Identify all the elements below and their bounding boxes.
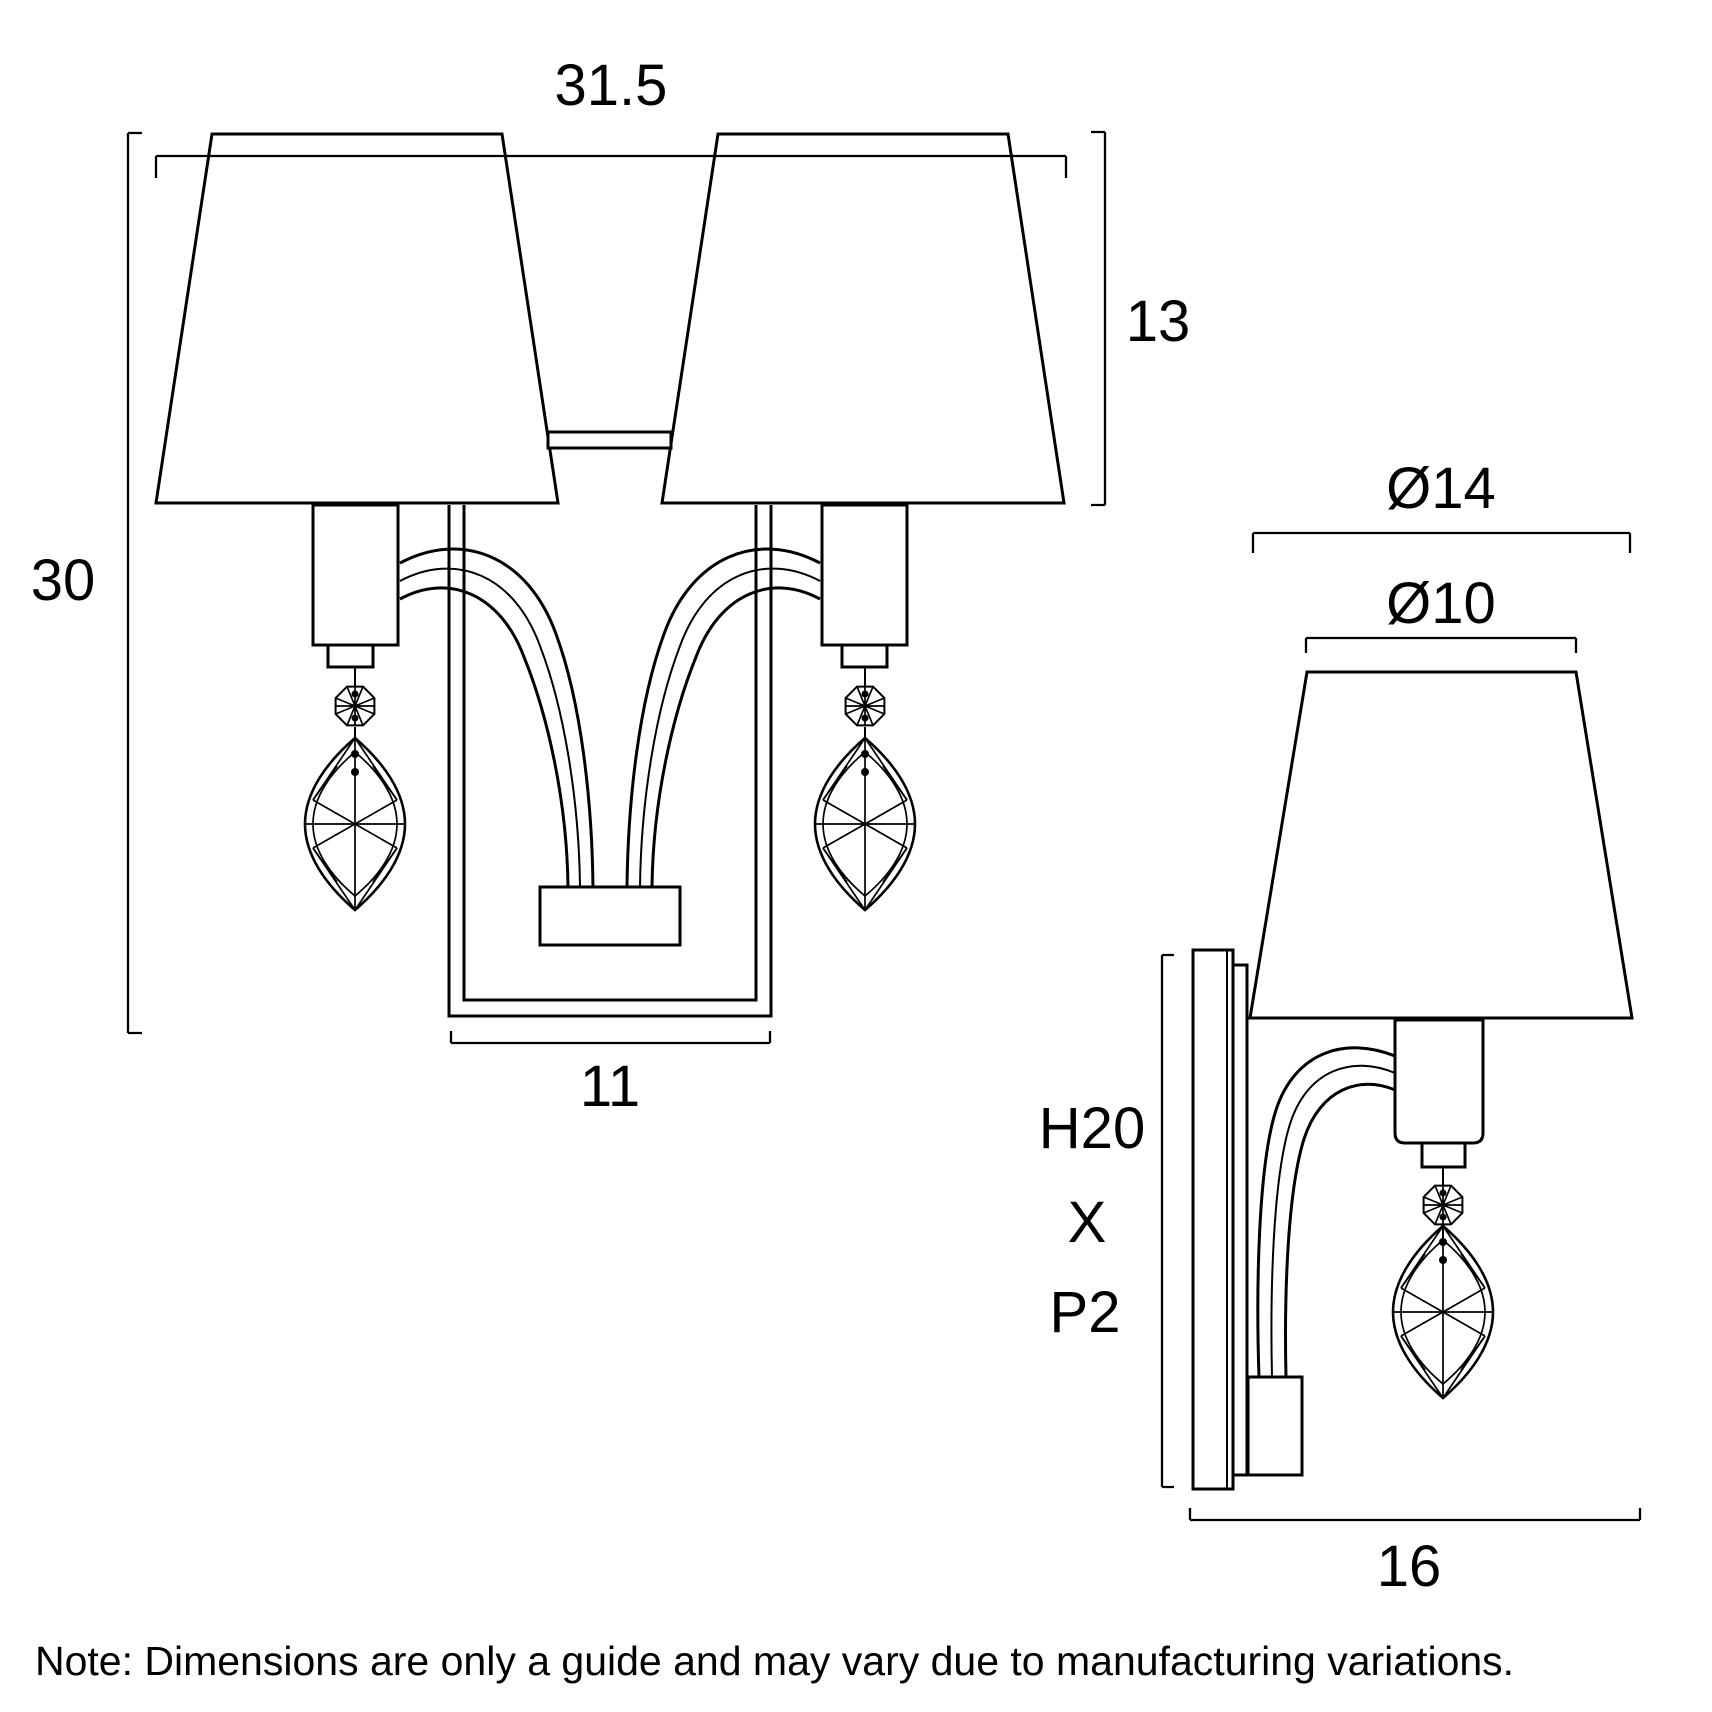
dim-shade-top-diameter-label: Ø10 <box>1386 571 1496 636</box>
side-candle-assembly <box>1391 1018 1495 1400</box>
dim-overall-width-label: 31.5 <box>555 53 668 118</box>
right-arm <box>625 547 821 888</box>
left-candle-assembly <box>303 503 407 912</box>
dim-wall-plate: H20 X P2 <box>1039 953 1174 1489</box>
side-candle-sleeve <box>1393 1018 1485 1145</box>
side-arm <box>1256 1046 1396 1378</box>
dim-overall-height-label: 30 <box>31 548 96 613</box>
dim-shade-top-diameter: Ø10 <box>1304 571 1578 653</box>
dim-shade-height-label: 13 <box>1126 289 1191 354</box>
shade-connector-bar <box>546 430 673 450</box>
dim-shade-bottom-diameter: Ø14 <box>1251 456 1632 553</box>
dim-backplate-width-label: 11 <box>580 1054 640 1119</box>
junction-box <box>538 885 682 947</box>
dim-overall-width: 31.5 <box>154 53 1068 178</box>
dim-overall-height: 30 <box>31 131 142 1035</box>
side-octagon-bead <box>1422 1184 1464 1226</box>
dim-overall-depth-label: 16 <box>1377 1534 1442 1599</box>
right-octagon-bead <box>844 685 886 727</box>
left-lamp-holder <box>326 643 375 669</box>
side-shade <box>1248 670 1634 1020</box>
dim-shade-bottom-diameter-label: Ø14 <box>1386 456 1496 521</box>
right-lamp-holder <box>840 643 889 669</box>
backplate-frame <box>447 505 773 1018</box>
left-arm <box>399 547 595 888</box>
dim-wall-plate-line1: H20 <box>1039 1096 1145 1161</box>
dim-wall-plate-line3: P2 <box>1050 1280 1121 1345</box>
right-candle-sleeve <box>820 503 909 647</box>
side-junction-box <box>1246 1375 1304 1477</box>
front-view: 31.5 30 13 11 <box>31 53 1191 1119</box>
right-candle-assembly <box>813 503 917 912</box>
dim-wall-plate-line2: X <box>1068 1190 1107 1255</box>
left-crystal-drop <box>303 736 407 912</box>
side-view: Ø14 Ø10 H20 X P2 16 <box>1039 456 1642 1599</box>
left-shade <box>154 132 560 505</box>
wall-plate <box>1191 948 1249 1491</box>
side-lamp-holder <box>1420 1141 1467 1169</box>
dim-overall-depth: 16 <box>1188 1508 1642 1599</box>
dim-backplate-width: 11 <box>449 1031 772 1119</box>
side-crystal-drop <box>1391 1224 1495 1400</box>
footer-note: Note: Dimensions are only a guide and ma… <box>35 1638 1514 1684</box>
dim-shade-height: 13 <box>1091 130 1191 507</box>
left-candle-sleeve <box>311 503 400 647</box>
right-crystal-drop <box>813 736 917 912</box>
right-shade <box>660 132 1066 505</box>
left-octagon-bead <box>334 685 376 727</box>
